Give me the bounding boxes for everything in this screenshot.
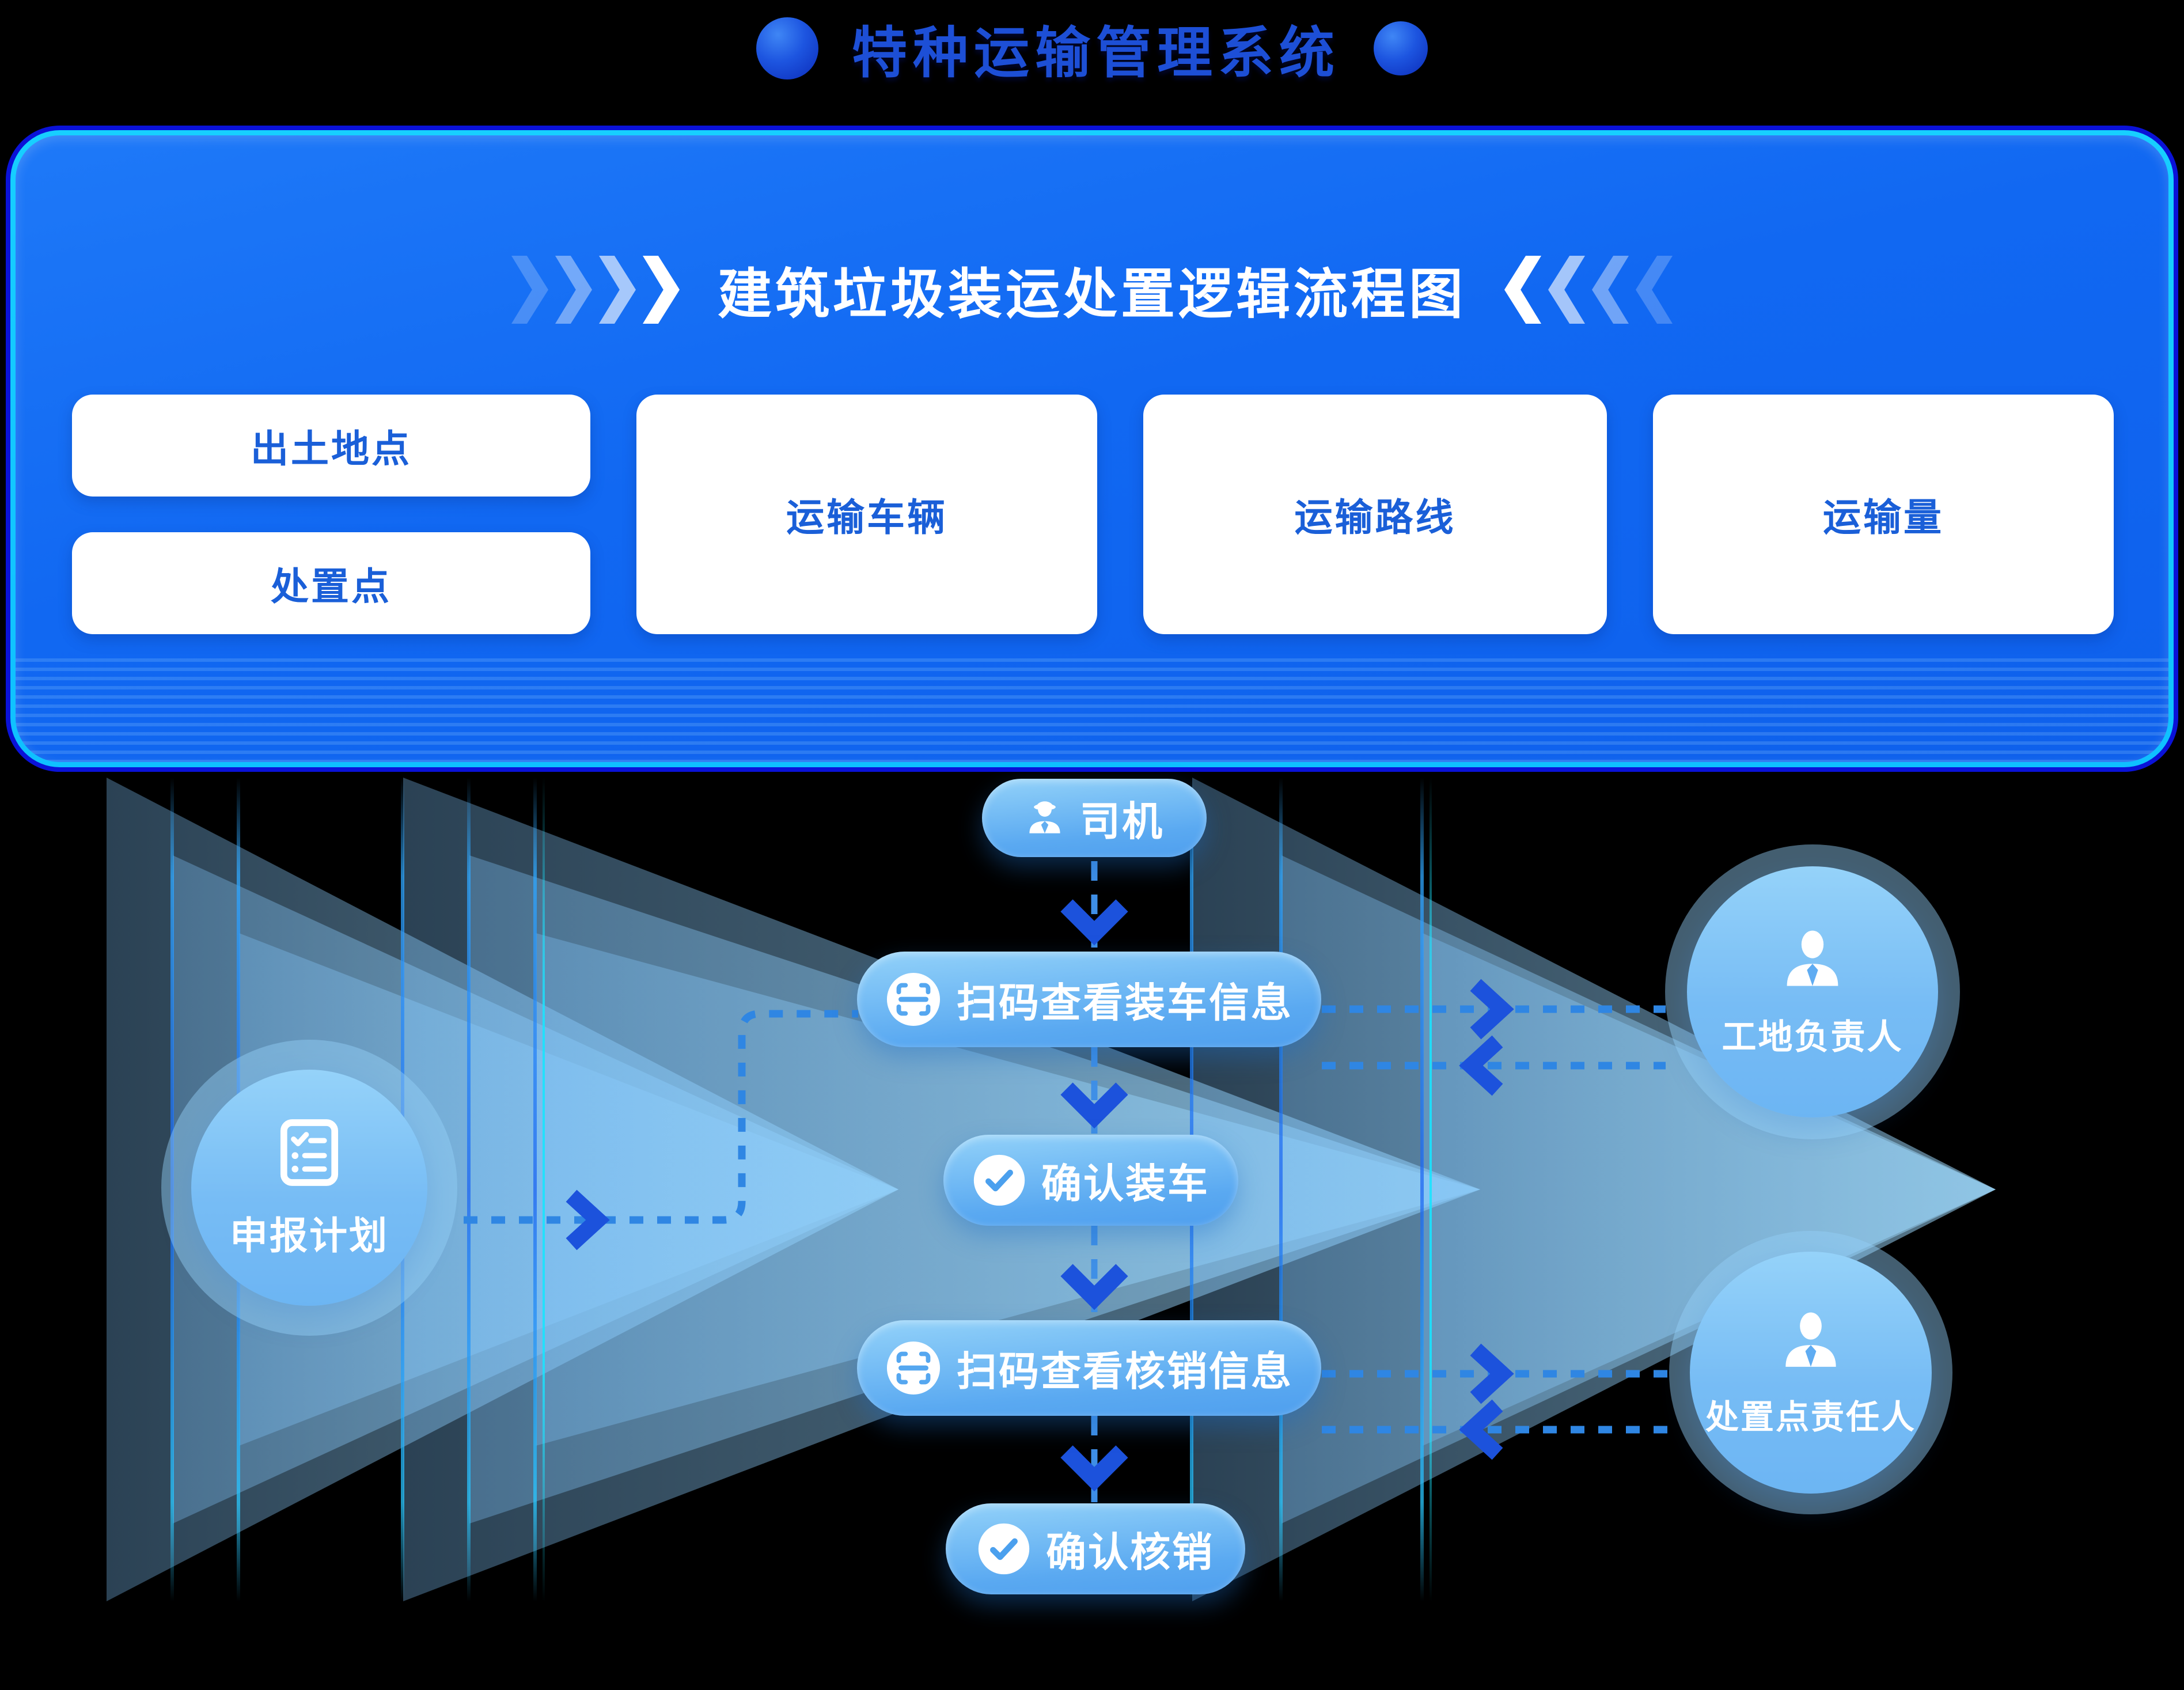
top-panel-glow-border: 建筑垃圾装运处置逻辑流程图 出土地点 处置点 bbox=[10, 130, 2174, 767]
chevrons-right-icon bbox=[511, 256, 680, 324]
connector-plan-to-scan-load bbox=[464, 1010, 858, 1224]
glitch-line bbox=[1420, 778, 1424, 1601]
driver-cap-person-icon bbox=[1029, 801, 1060, 833]
arrow-down-icon bbox=[1060, 1445, 1128, 1492]
box-excavation-site: 出土地点 bbox=[72, 395, 590, 497]
glitch-line bbox=[467, 778, 471, 1601]
person-tie-icon bbox=[1787, 930, 1838, 986]
box-transport-vehicle: 运输车辆 bbox=[636, 395, 1097, 634]
node-driver: 司机 bbox=[982, 779, 1207, 857]
arrow-right-icon bbox=[1470, 979, 1514, 1040]
top-panel: 建筑垃圾装运处置逻辑流程图 出土地点 处置点 bbox=[6, 126, 2178, 772]
node-confirm-writeoff: 确认核销 bbox=[946, 1503, 1245, 1594]
box-transport-route-label: 运输路线 bbox=[1294, 496, 1456, 539]
sphere-icon bbox=[756, 17, 818, 79]
arrow-down-icon bbox=[1060, 1264, 1128, 1310]
check-circle-icon bbox=[973, 1154, 1025, 1206]
box-disposal-point: 处置点 bbox=[72, 532, 590, 634]
page-header: 特种运输管理系统 bbox=[0, 8, 2184, 88]
check-circle-icon bbox=[978, 1523, 1030, 1575]
panel-banner: 建筑垃圾装运处置逻辑流程图 bbox=[16, 251, 2168, 329]
node-confirm-load: 确认装车 bbox=[943, 1135, 1238, 1226]
glitch-line bbox=[533, 778, 537, 1601]
glitch-line bbox=[1430, 778, 1432, 1601]
panel-title: 建筑垃圾装运处置逻辑流程图 bbox=[717, 264, 1466, 324]
page-title: 特种运输管理系统 bbox=[852, 22, 1340, 84]
arrow-left-icon bbox=[1459, 1399, 1503, 1460]
arrow-right-icon bbox=[566, 1189, 610, 1251]
arrow-down-icon bbox=[1060, 1082, 1128, 1129]
node-confirm-writeoff-label: 确认核销 bbox=[1046, 1529, 1214, 1575]
glitch-line bbox=[543, 778, 545, 1601]
arrow-down-icon bbox=[1060, 899, 1128, 946]
node-site-manager: 工地负责人 bbox=[1665, 844, 1960, 1139]
box-excavation-site-label: 出土地点 bbox=[251, 427, 412, 470]
qr-scan-icon bbox=[886, 1341, 941, 1395]
person-tie-icon bbox=[1785, 1312, 1836, 1367]
info-boxes-row: 出土地点 处置点 运输车辆 运输路线 运输量 bbox=[72, 395, 2114, 634]
qr-scan-icon bbox=[886, 972, 941, 1026]
box-transport-volume-label: 运输量 bbox=[1823, 496, 1944, 539]
top-panel-body: 建筑垃圾装运处置逻辑流程图 出土地点 处置点 bbox=[16, 135, 2168, 762]
node-scan-load-label: 扫码查看装车信息 bbox=[957, 980, 1293, 1025]
box-transport-vehicle-label: 运输车辆 bbox=[786, 496, 947, 539]
box-transport-volume: 运输量 bbox=[1653, 395, 2114, 634]
node-declaration-plan: 申报计划 bbox=[161, 1040, 457, 1336]
checklist-icon bbox=[280, 1119, 339, 1186]
glitch-line bbox=[1279, 778, 1283, 1601]
node-confirm-load-label: 确认装车 bbox=[1041, 1161, 1209, 1206]
node-scan-load: 扫码查看装车信息 bbox=[857, 952, 1321, 1047]
node-declaration-plan-label: 申报计划 bbox=[230, 1214, 389, 1257]
box-disposal-point-label: 处置点 bbox=[271, 564, 392, 608]
arrow-left-icon bbox=[1459, 1035, 1503, 1096]
info-boxes-column-1: 出土地点 处置点 bbox=[72, 395, 590, 634]
node-driver-label: 司机 bbox=[1080, 798, 1164, 844]
glitch-line bbox=[170, 778, 174, 1601]
sphere-icon bbox=[1374, 21, 1428, 75]
arrow-right-icon bbox=[1470, 1343, 1514, 1404]
node-site-manager-label: 工地负责人 bbox=[1722, 1017, 1904, 1056]
node-scan-writeoff: 扫码查看核销信息 bbox=[857, 1320, 1321, 1416]
box-transport-route: 运输路线 bbox=[1143, 395, 1607, 634]
node-scan-writeoff-label: 扫码查看核销信息 bbox=[957, 1348, 1293, 1394]
node-disposal-manager-label: 处置点责任人 bbox=[1705, 1399, 1916, 1436]
node-disposal-manager: 处置点责任人 bbox=[1669, 1231, 1952, 1514]
